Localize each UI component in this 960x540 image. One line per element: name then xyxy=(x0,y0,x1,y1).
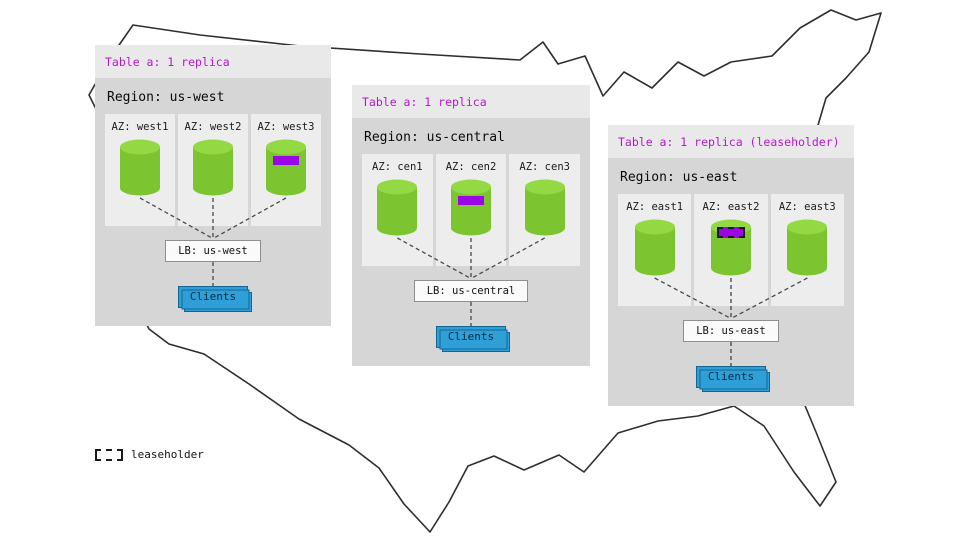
legend: leaseholder xyxy=(95,448,204,461)
load-balancer-box: LB: us-central xyxy=(413,280,529,302)
table-replica-label: Table a: 1 replica (leaseholder) xyxy=(618,134,840,149)
replica-store xyxy=(119,139,161,197)
az-label: AZ: cen2 xyxy=(445,161,497,173)
az-cell-cen1: AZ: cen1 xyxy=(362,154,433,266)
region-title: Region: us-central xyxy=(364,130,505,145)
az-row: AZ: cen1 AZ: cen2 xyxy=(362,154,581,266)
replica-store xyxy=(192,139,234,197)
connector-drop xyxy=(470,302,472,326)
region-panel-us-west: Table a: 1 replica Region: us-west AZ: w… xyxy=(95,45,331,326)
database-cylinder-icon xyxy=(266,139,306,196)
az-label: AZ: cen1 xyxy=(372,161,423,173)
clients-label: Clients xyxy=(189,290,237,303)
replica-store xyxy=(376,179,418,237)
leaseholder-legend-swatch-icon xyxy=(95,448,123,461)
connector-fan xyxy=(397,237,545,279)
leaseholder-legend-label: leaseholder xyxy=(131,448,204,461)
az-cell-cen3: AZ: cen3 xyxy=(509,154,581,266)
table-replica-label: Table a: 1 replica xyxy=(105,54,230,69)
replica-store xyxy=(524,179,566,237)
connector-drop xyxy=(730,342,732,366)
load-balancer-box: LB: us-east xyxy=(683,320,779,342)
table-replica-header: Table a: 1 replica (leaseholder) xyxy=(608,125,854,158)
database-cylinder-icon xyxy=(634,219,675,276)
database-cylinder-icon xyxy=(120,139,160,196)
table-replica-header: Table a: 1 replica xyxy=(95,45,331,78)
replica-store xyxy=(786,219,828,277)
clients-box: Clients xyxy=(177,286,249,308)
az-label: AZ: cen3 xyxy=(519,161,570,173)
region-title: Region: us-east xyxy=(620,170,738,185)
database-cylinder-icon xyxy=(451,179,491,236)
az-cell-east1: AZ: east1 xyxy=(618,194,692,306)
clients-label: Clients xyxy=(447,330,495,343)
region-body: Region: us-east AZ: east1 AZ: east2 xyxy=(608,170,854,406)
az-cell-east3: AZ: east3 xyxy=(770,194,844,306)
connector-drop xyxy=(212,262,214,286)
replica-store xyxy=(710,219,752,277)
az-cell-west1: AZ: west1 xyxy=(105,114,175,226)
region-panel-us-central: Table a: 1 replica Region: us-central AZ… xyxy=(352,85,590,366)
az-label: AZ: west2 xyxy=(184,121,242,133)
replica-store xyxy=(265,139,307,197)
database-cylinder-icon xyxy=(524,179,565,236)
connector-fan xyxy=(654,277,808,319)
az-cell-west3: AZ: west3 xyxy=(251,114,321,226)
replica-range-marker xyxy=(273,156,299,165)
region-body: Region: us-central AZ: cen1 AZ: cen2 xyxy=(352,130,590,366)
az-label: AZ: west1 xyxy=(111,121,169,133)
az-label: AZ: east1 xyxy=(626,201,684,213)
az-label: AZ: west3 xyxy=(257,121,315,133)
table-replica-header: Table a: 1 replica xyxy=(352,85,590,118)
replica-range-marker xyxy=(458,196,484,205)
database-cylinder-icon xyxy=(377,179,418,236)
az-label: AZ: east3 xyxy=(778,201,836,213)
connector-fan xyxy=(139,197,287,239)
table-replica-label: Table a: 1 replica xyxy=(362,94,487,109)
region-body: Region: us-west AZ: west1 AZ: west2 xyxy=(95,90,331,326)
database-cylinder-icon xyxy=(787,219,828,276)
load-balancer-box: LB: us-west xyxy=(165,240,261,262)
database-cylinder-icon xyxy=(193,139,233,196)
clients-box: Clients xyxy=(695,366,767,388)
leaseholder-range-marker xyxy=(716,227,745,238)
region-panel-us-east: Table a: 1 replica (leaseholder) Region:… xyxy=(608,125,854,406)
region-title: Region: us-west xyxy=(107,90,225,105)
replica-store xyxy=(634,219,676,277)
clients-box: Clients xyxy=(435,326,507,348)
clients-label: Clients xyxy=(707,370,755,383)
az-label: AZ: east2 xyxy=(702,201,760,213)
replica-store xyxy=(450,179,492,237)
